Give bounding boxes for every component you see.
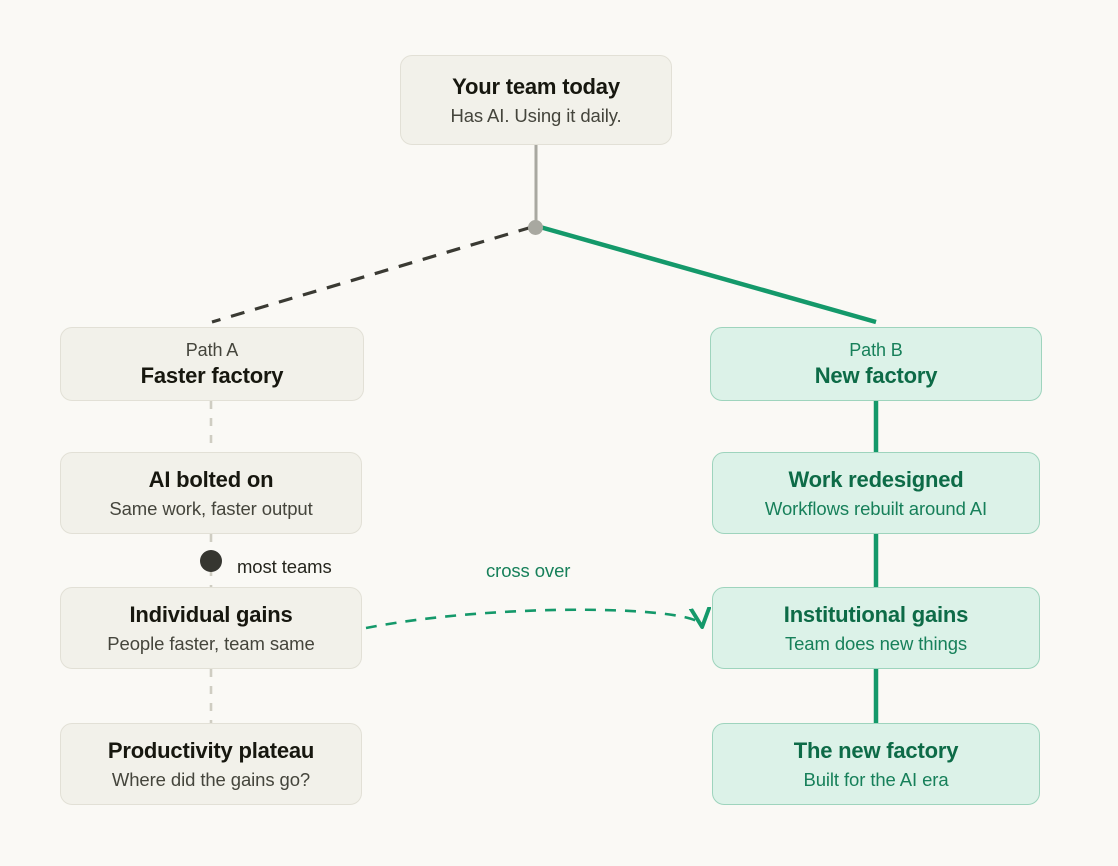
node-title: The new factory bbox=[793, 738, 959, 764]
node-title: AI bolted on bbox=[148, 467, 274, 493]
connector-junction-to-path-b bbox=[539, 224, 877, 325]
most-teams-marker-dot bbox=[200, 550, 222, 572]
node-title: Individual gains bbox=[129, 602, 293, 628]
path-b-kicker: Path B bbox=[849, 340, 903, 360]
node-subtitle: Same work, faster output bbox=[109, 497, 313, 519]
node-subtitle: People faster, team same bbox=[107, 632, 315, 654]
branch-junction-dot bbox=[528, 220, 543, 235]
node-subtitle: Where did the gains go? bbox=[111, 768, 311, 790]
node-subtitle: Team does new things bbox=[784, 632, 968, 654]
cross-over-label: cross over bbox=[486, 560, 571, 581]
node-title: Your team today bbox=[452, 74, 620, 100]
node-the-new-factory[interactable]: The new factory Built for the AI era bbox=[712, 723, 1040, 805]
node-individual-gains[interactable]: Individual gains People faster, team sam… bbox=[60, 587, 362, 669]
connector-crossover-arrow bbox=[365, 610, 702, 630]
node-title: Institutional gains bbox=[783, 602, 969, 628]
node-subtitle: Has AI. Using it daily. bbox=[450, 104, 622, 126]
node-work-redesigned[interactable]: Work redesigned Workflows rebuilt around… bbox=[712, 452, 1040, 534]
node-path-a-header[interactable]: Path A Faster factory bbox=[60, 327, 364, 401]
node-title: Work redesigned bbox=[788, 467, 964, 493]
node-your-team-today[interactable]: Your team today Has AI. Using it daily. bbox=[400, 55, 672, 145]
node-title: Productivity plateau bbox=[107, 738, 315, 764]
node-institutional-gains[interactable]: Institutional gains Team does new things bbox=[712, 587, 1040, 669]
node-productivity-plateau[interactable]: Productivity plateau Where did the gains… bbox=[60, 723, 362, 805]
path-a-kicker: Path A bbox=[185, 340, 239, 360]
connector-junction-to-path-a bbox=[211, 225, 533, 324]
node-ai-bolted-on[interactable]: AI bolted on Same work, faster output bbox=[60, 452, 362, 534]
most-teams-label: most teams bbox=[237, 556, 332, 577]
path-b-title: New factory bbox=[814, 362, 938, 388]
path-a-title: Faster factory bbox=[140, 362, 284, 388]
node-subtitle: Workflows rebuilt around AI bbox=[764, 497, 988, 519]
node-subtitle: Built for the AI era bbox=[803, 768, 949, 790]
node-path-b-header[interactable]: Path B New factory bbox=[710, 327, 1042, 401]
